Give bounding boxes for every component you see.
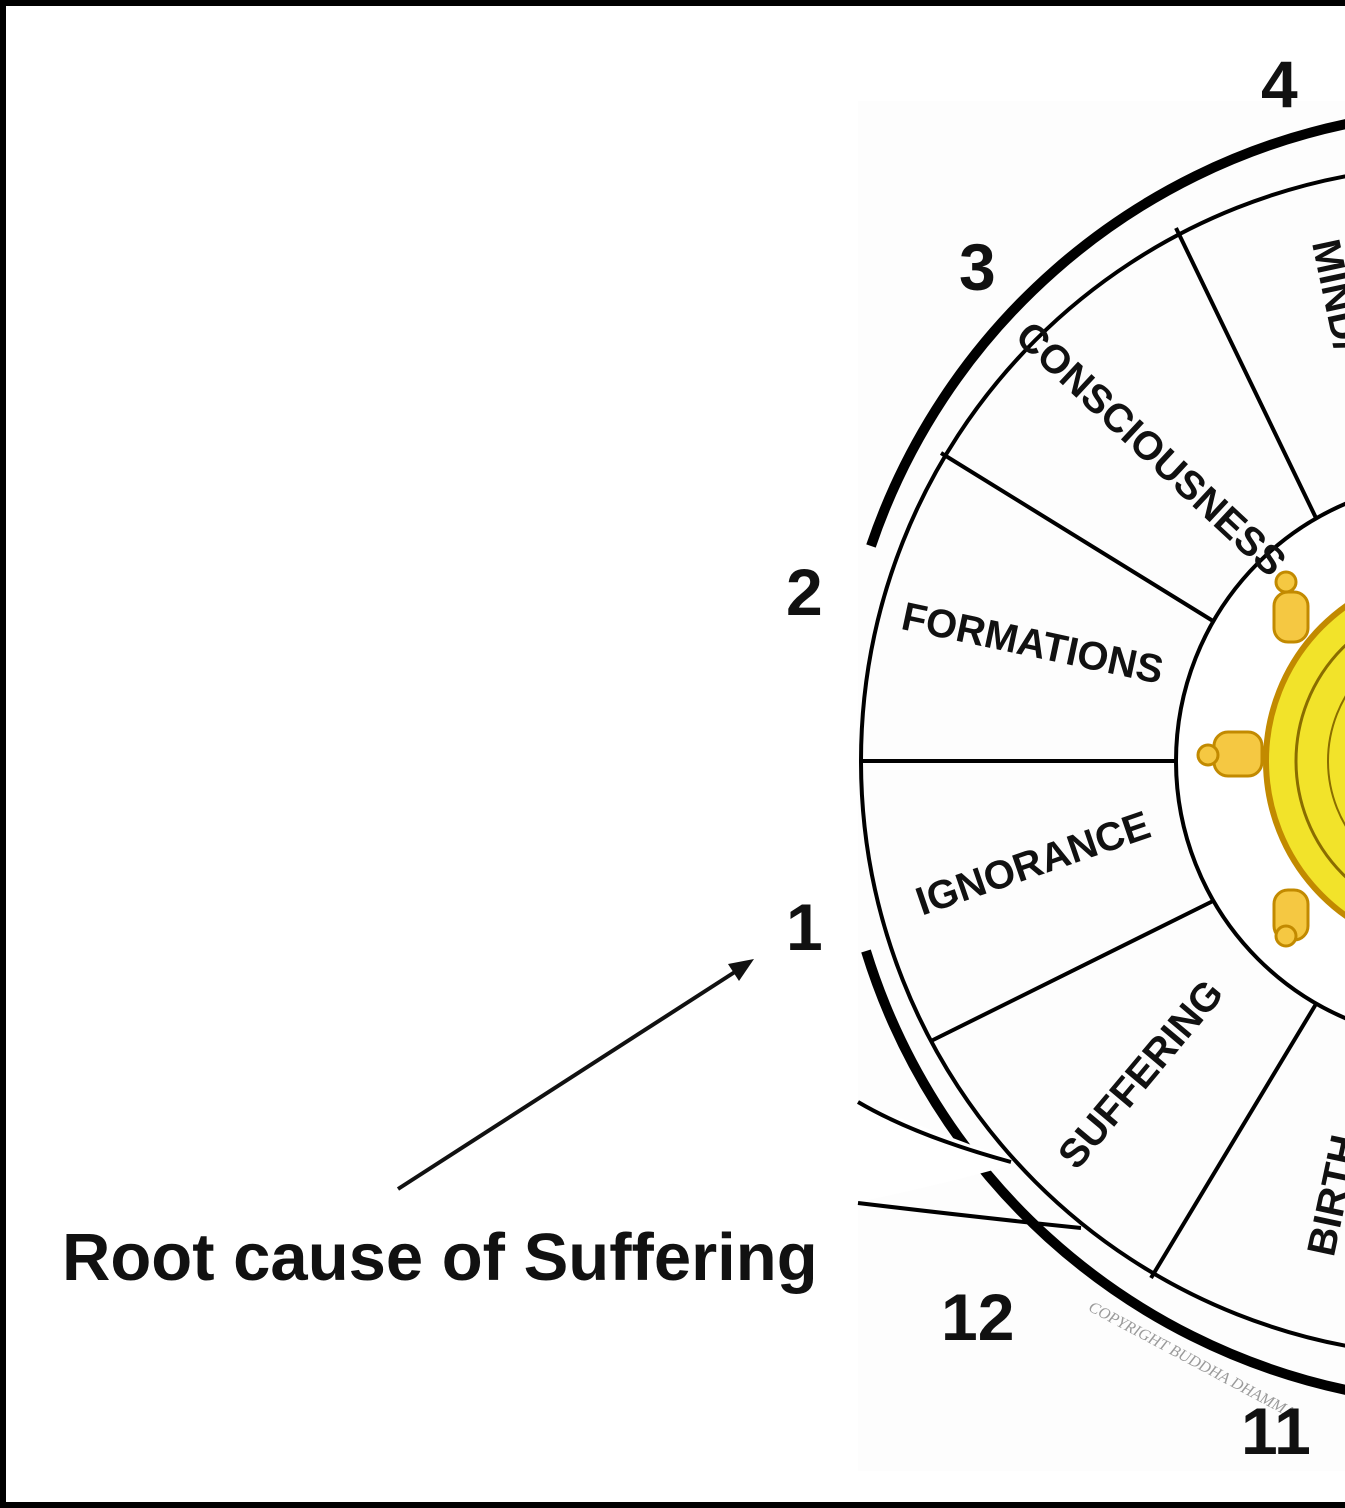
hub-knob: [1274, 890, 1308, 946]
link-number-1: 1: [786, 894, 823, 960]
caption-root-cause: Root cause of Suffering: [62, 1224, 818, 1291]
link-number-2: 2: [786, 559, 823, 625]
annotation-arrow-head: [728, 959, 754, 981]
link-number-3: 3: [959, 234, 996, 300]
annotation-arrow-shaft: [398, 968, 741, 1189]
link-number-11: 11: [1241, 1398, 1311, 1464]
link-number-4: 4: [1261, 51, 1298, 117]
link-number-12: 12: [941, 1284, 1014, 1350]
